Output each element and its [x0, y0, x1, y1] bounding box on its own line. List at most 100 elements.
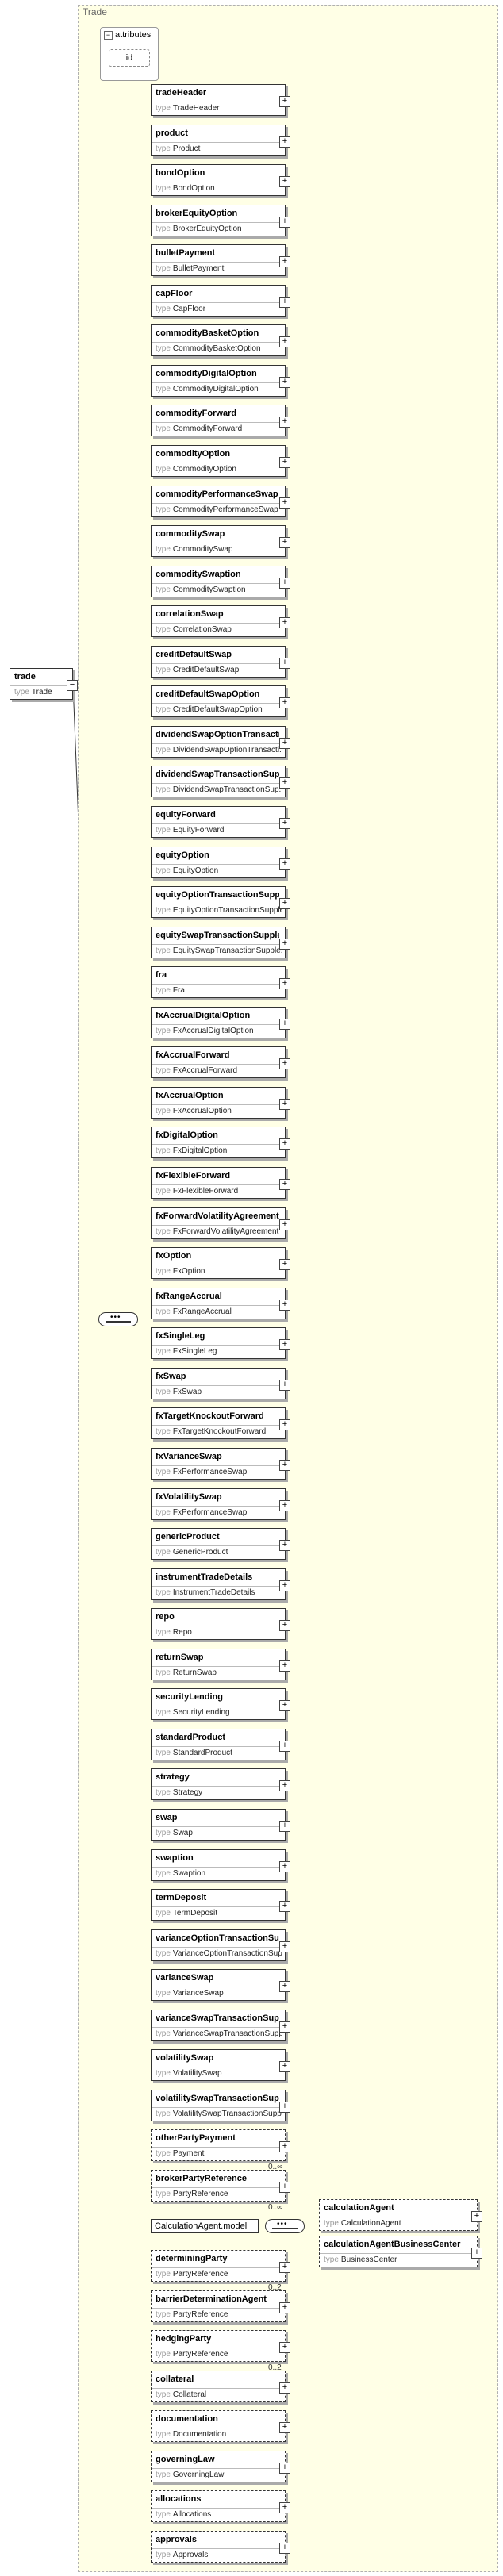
expand-icon[interactable]: +: [279, 2262, 290, 2273]
expand-icon[interactable]: +: [279, 818, 290, 829]
expand-icon[interactable]: +: [279, 1540, 290, 1551]
expand-icon[interactable]: +: [279, 2422, 290, 2433]
element-equityoptiontransactionsupple[interactable]: equityOptionTransactionSupple...typeEqui…: [151, 886, 290, 918]
expand-icon[interactable]: +: [279, 1300, 290, 1311]
expand-icon[interactable]: +: [279, 898, 290, 909]
choice-compositor[interactable]: [265, 2219, 305, 2233]
expand-icon[interactable]: +: [279, 978, 290, 989]
expand-icon[interactable]: +: [279, 2061, 290, 2072]
expand-icon[interactable]: +: [279, 777, 290, 789]
expand-icon[interactable]: +: [279, 578, 290, 589]
expand-icon[interactable]: +: [279, 1981, 290, 1992]
element-dividendswapoptiontransactio[interactable]: dividendSwapOptionTransactio...typeDivid…: [151, 726, 290, 758]
expand-icon[interactable]: +: [279, 1500, 290, 1511]
expand-icon[interactable]: +: [279, 1700, 290, 1711]
expand-icon[interactable]: +: [279, 1179, 290, 1190]
expand-icon[interactable]: −: [67, 680, 78, 691]
expand-icon[interactable]: +: [279, 939, 290, 950]
expand-icon[interactable]: +: [279, 217, 290, 228]
expand-icon[interactable]: +: [279, 2463, 290, 2474]
expand-icon[interactable]: +: [279, 1019, 290, 1030]
expand-icon[interactable]: +: [279, 1419, 290, 1430]
attribute-id[interactable]: id: [109, 49, 150, 67]
expand-icon[interactable]: +: [279, 2382, 290, 2394]
expand-icon[interactable]: +: [279, 417, 290, 428]
expand-icon[interactable]: +: [279, 2141, 290, 2152]
expand-icon[interactable]: +: [279, 256, 290, 267]
expand-icon[interactable]: +: [279, 2021, 290, 2033]
expand-icon[interactable]: +: [279, 1941, 290, 1952]
expand-icon[interactable]: +: [279, 1660, 290, 1672]
expand-icon[interactable]: +: [279, 2543, 290, 2554]
expand-icon[interactable]: +: [279, 1780, 290, 1791]
expand-icon[interactable]: +: [279, 738, 290, 749]
expand-icon[interactable]: +: [279, 1861, 290, 1872]
expand-icon[interactable]: +: [279, 858, 290, 870]
expand-icon[interactable]: +: [279, 2102, 290, 2113]
expand-icon[interactable]: +: [471, 2248, 482, 2259]
expand-icon[interactable]: +: [279, 1580, 290, 1591]
attributes-header[interactable]: −attributes: [104, 30, 151, 40]
calculation-agent-model-group[interactable]: CalculationAgent.model: [151, 2219, 259, 2233]
expand-icon[interactable]: +: [279, 96, 290, 107]
element-dividendswaptransactionsuppl[interactable]: dividendSwapTransactionSuppl...typeDivid…: [151, 766, 290, 797]
expand-icon[interactable]: +: [279, 1901, 290, 1912]
expand-icon[interactable]: +: [279, 1741, 290, 1752]
expand-icon[interactable]: +: [279, 457, 290, 468]
sequence-compositor[interactable]: [98, 1312, 138, 1326]
collapse-icon[interactable]: −: [104, 30, 113, 40]
expand-icon[interactable]: +: [279, 537, 290, 548]
expand-icon[interactable]: +: [279, 136, 290, 148]
expand-icon[interactable]: +: [279, 1219, 290, 1230]
element-varianceswaptransactionsuppl[interactable]: varianceSwapTransactionSuppl...typeVaria…: [151, 2010, 290, 2041]
expand-icon[interactable]: +: [279, 1460, 290, 1471]
expand-icon[interactable]: +: [279, 1259, 290, 1270]
expand-icon[interactable]: +: [279, 1380, 290, 1391]
expand-icon[interactable]: +: [279, 297, 290, 308]
